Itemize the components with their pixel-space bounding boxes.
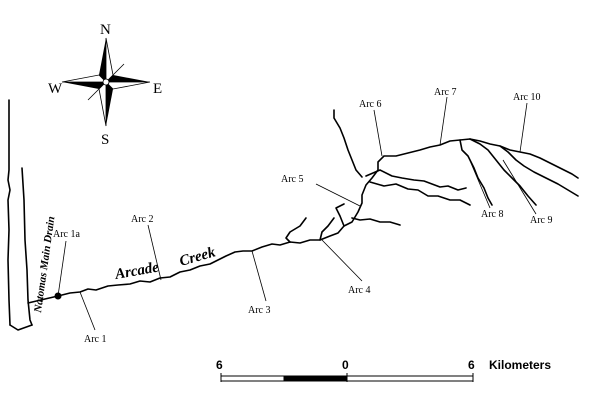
natomas-main-drain xyxy=(7,99,33,331)
arc-label-6: Arc 6 xyxy=(359,99,382,110)
compass-rose: N S E W xyxy=(48,22,162,148)
arc-label-3: Arc 3 xyxy=(248,305,271,316)
scale-mid-value: 0 xyxy=(342,358,349,372)
compass-star-icon xyxy=(61,37,151,127)
arc-label-1: Arc 1 xyxy=(84,334,107,345)
arcade-creek xyxy=(27,109,579,304)
compass-north-label: N xyxy=(100,22,111,38)
compass-west-label: W xyxy=(48,81,63,97)
creek-name-word2: Creek xyxy=(178,244,218,270)
arc-labels: Arc 1a Arc 1 Arc 2 Arc 3 Arc 4 Arc 5 Arc… xyxy=(53,87,553,345)
arc-label-4: Arc 4 xyxy=(348,285,371,296)
compass-south-label: S xyxy=(101,132,109,148)
scale-left-value: 6 xyxy=(216,358,223,372)
arc-label-8: Arc 8 xyxy=(481,209,504,220)
creek-name-word1: Arcade xyxy=(113,259,161,283)
scale-unit-label: Kilometers xyxy=(489,358,551,372)
arc-label-9: Arc 9 xyxy=(530,215,553,226)
scale-right-value: 6 xyxy=(468,358,475,372)
compass-east-label: E xyxy=(153,81,162,97)
scale-bar: 6 0 6 Kilometers xyxy=(216,358,551,382)
arc-label-2: Arc 2 xyxy=(131,214,154,225)
arc-label-1a: Arc 1a xyxy=(53,229,80,240)
arc-label-7: Arc 7 xyxy=(434,87,457,98)
arc-label-10: Arc 10 xyxy=(513,92,541,103)
arc-label-5: Arc 5 xyxy=(281,174,304,185)
